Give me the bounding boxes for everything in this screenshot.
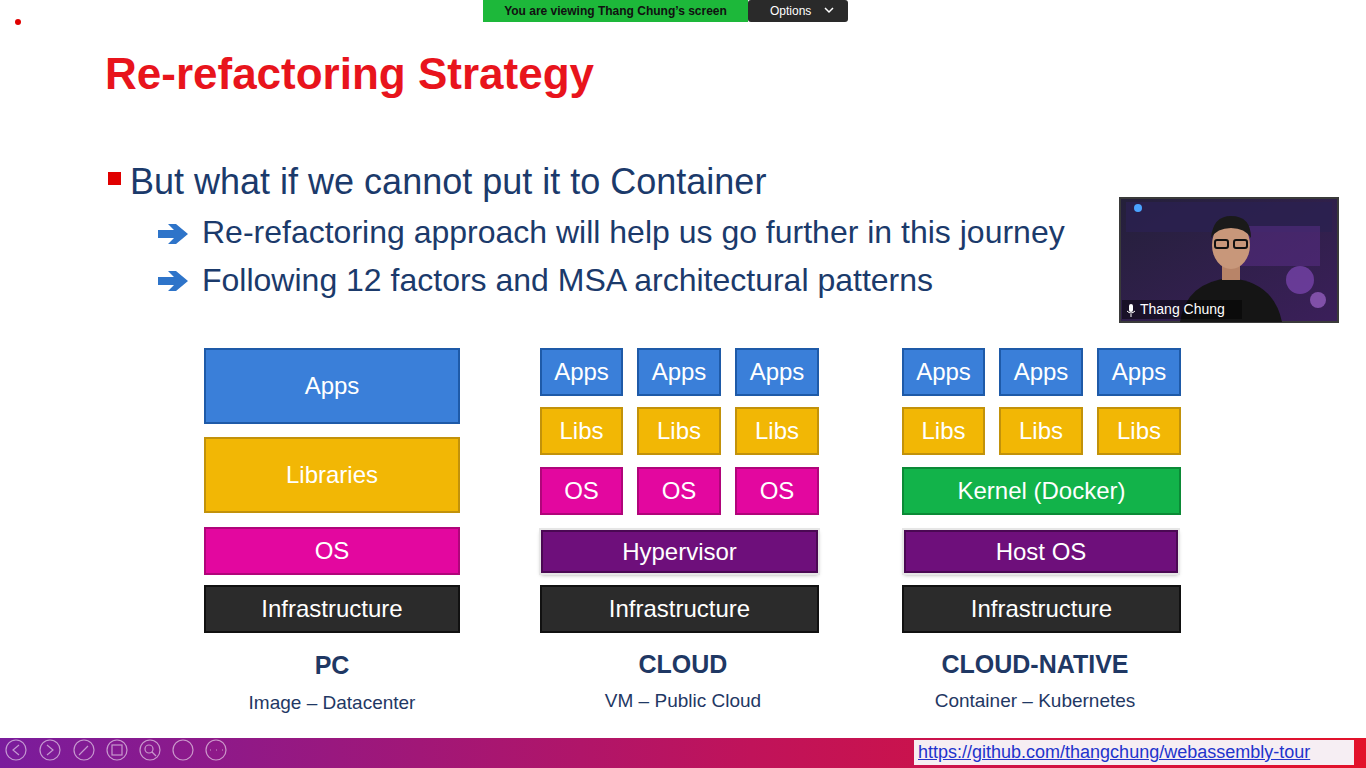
- box-label: Libs: [657, 417, 701, 445]
- link-patch: [914, 740, 1354, 765]
- box-label: Libs: [921, 417, 965, 445]
- sub-bullet-text: Following 12 factors and MSA architectur…: [202, 261, 933, 299]
- apps-box: Apps: [902, 348, 985, 396]
- button-text: Options: [770, 4, 811, 18]
- share-banner: [483, 0, 748, 22]
- bullet-square: [108, 172, 121, 185]
- box-label: OS: [662, 477, 697, 505]
- platform-box: Host OS: [904, 530, 1178, 573]
- libraries-box: Libraries: [204, 437, 460, 513]
- options-button: [748, 0, 848, 22]
- box-label: Host OS: [996, 538, 1087, 566]
- column-caption: VM – Public Cloud: [540, 690, 826, 713]
- os-box: OS: [204, 527, 460, 575]
- box-label: Apps: [554, 358, 609, 386]
- bullet-text: But what if we cannot put it to Containe…: [130, 160, 766, 203]
- libraries-box: Libs: [1097, 407, 1181, 455]
- box-label: Kernel (Docker): [957, 477, 1125, 505]
- webcam-thumbnail: [1120, 198, 1338, 322]
- box-label: Infrastructure: [261, 595, 402, 623]
- apps-box: Apps: [999, 348, 1083, 396]
- platform-box: Hypervisor: [541, 530, 818, 573]
- kernel-box: Kernel (Docker): [902, 467, 1181, 515]
- box-label: Infrastructure: [971, 595, 1112, 623]
- record-dot: [15, 19, 21, 25]
- box-label: OS: [760, 477, 795, 505]
- os-box: OS: [637, 467, 721, 515]
- apps-box: Apps: [1097, 348, 1181, 396]
- infrastructure-box: Infrastructure: [902, 585, 1181, 633]
- box-label: Hypervisor: [622, 538, 737, 566]
- box-label: Libs: [1019, 417, 1063, 445]
- toolbar-controls: [6, 740, 226, 760]
- box-label: Apps: [305, 372, 360, 400]
- infrastructure-box: Infrastructure: [540, 585, 819, 633]
- apps-box: Apps: [637, 348, 721, 396]
- box-label: OS: [315, 537, 350, 565]
- box-label: Libs: [1117, 417, 1161, 445]
- libraries-box: Libs: [999, 407, 1083, 455]
- link-text: https://github.com/thangchung/webassembl…: [918, 742, 1310, 764]
- box-label: Libs: [755, 417, 799, 445]
- box-label: Apps: [750, 358, 805, 386]
- box-label: OS: [564, 477, 599, 505]
- libraries-box: Libs: [637, 407, 721, 455]
- sub-bullet-text: Re-refactoring approach will help us go …: [202, 213, 1065, 251]
- slide-title: Re-refactoring Strategy: [105, 48, 594, 101]
- participant-name: Thang Chung: [1140, 301, 1225, 318]
- column-caption: Image – Datacenter: [204, 692, 460, 715]
- apps-box: Apps: [204, 348, 460, 424]
- box-label: Apps: [1014, 358, 1069, 386]
- apps-box: Apps: [735, 348, 819, 396]
- presenter-toolbar: [0, 738, 1366, 768]
- box-label: Libs: [559, 417, 603, 445]
- box-label: Libraries: [286, 461, 378, 489]
- box-label: Infrastructure: [609, 595, 750, 623]
- chevron-icon: [825, 8, 833, 12]
- column-caption: Container – Kubernetes: [895, 690, 1175, 713]
- banner-text: You are viewing Thang Chung’s screen: [483, 4, 748, 18]
- box-label: Apps: [916, 358, 971, 386]
- libraries-box: Libs: [540, 407, 623, 455]
- os-box: OS: [540, 467, 623, 515]
- arrow-bullet: [158, 271, 188, 291]
- infrastructure-box: Infrastructure: [204, 585, 460, 633]
- libraries-box: Libs: [902, 407, 985, 455]
- box-label: Apps: [1112, 358, 1167, 386]
- column-heading: PC: [204, 650, 460, 680]
- os-box: OS: [735, 467, 819, 515]
- column-heading: CLOUD: [540, 649, 826, 679]
- apps-box: Apps: [540, 348, 623, 396]
- column-heading: CLOUD-NATIVE: [895, 649, 1175, 679]
- box-label: Apps: [652, 358, 707, 386]
- libraries-box: Libs: [735, 407, 819, 455]
- arrow-bullet: [158, 224, 188, 244]
